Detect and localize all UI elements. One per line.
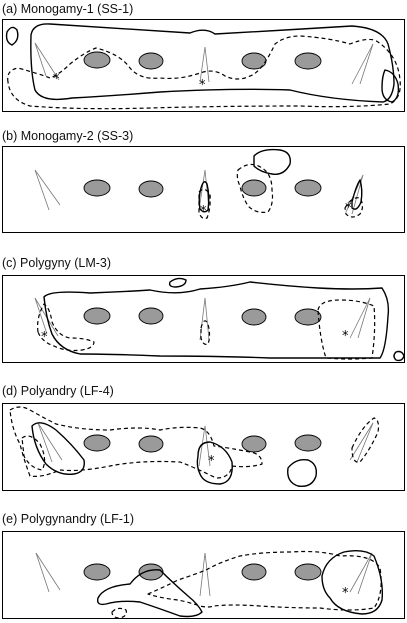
rock-2	[138, 435, 164, 453]
wedge-center	[199, 46, 210, 83]
male-range-b-center	[198, 188, 211, 219]
rock-1	[83, 51, 111, 69]
male-range-c	[43, 281, 390, 359]
female-range-c-edge	[393, 350, 405, 362]
male-range-e	[147, 550, 382, 611]
star-marker-left: *	[41, 330, 48, 345]
rock-1	[83, 307, 111, 325]
rock-3	[241, 563, 267, 581]
male-range-a-dashed	[7, 35, 401, 110]
panel-e-title: (e) Polygynandry (LF-1)	[2, 512, 134, 526]
male-range-a	[5, 26, 19, 46]
male-range-b-upper	[253, 148, 291, 175]
female-range-d-lower	[287, 458, 318, 487]
panel-c-map: * *	[2, 275, 405, 363]
rock-3	[241, 435, 267, 453]
panel-a-title: (a) Monogamy-1 (SS-1)	[2, 2, 134, 16]
female-range-d-center	[196, 441, 233, 485]
panel-c-frame	[2, 275, 405, 363]
rock-2	[138, 180, 164, 198]
star-marker-right: *	[342, 329, 349, 344]
star-marker-center: *	[208, 454, 215, 469]
rock-1	[83, 563, 111, 581]
rock-2	[138, 307, 164, 325]
rock-3	[241, 179, 267, 197]
wedge-right	[351, 43, 374, 85]
female-range-c-left	[37, 303, 95, 352]
female-range-e-right	[321, 549, 384, 615]
wedge-center	[199, 297, 210, 341]
male-range-d-inner	[21, 435, 46, 471]
panel-b-title: (b) Monogamy-2 (SS-3)	[2, 129, 134, 143]
star-marker-center: *	[200, 204, 207, 219]
rock-4	[294, 52, 322, 70]
panel-a-frame	[2, 19, 405, 112]
star-marker-center: *	[199, 78, 206, 93]
female-range-e-center	[96, 569, 203, 618]
rock-1	[83, 434, 111, 452]
panel-d-frame	[2, 403, 405, 491]
wedge-left	[34, 42, 60, 81]
rock-2	[138, 563, 164, 581]
rock-3	[241, 308, 267, 326]
male-range-e-small	[111, 607, 127, 619]
panel-e-frame	[2, 531, 405, 619]
female-range-a-edge	[381, 69, 400, 103]
panel-d-title: (d) Polyandry (LF-4)	[2, 384, 114, 398]
wedge-left	[35, 552, 61, 593]
female-range-c-top	[168, 277, 187, 288]
panel-b-map: * *	[2, 146, 405, 233]
wedge-center	[198, 425, 211, 467]
panel-a-map: * *	[2, 19, 405, 112]
star-marker-left: *	[53, 72, 60, 87]
wedge-left	[37, 422, 63, 463]
star-marker-right: *	[345, 201, 352, 216]
wedge-center	[199, 552, 211, 597]
panel-d-map: *	[2, 403, 405, 491]
rock-1	[83, 179, 111, 197]
rock-4	[294, 434, 322, 452]
wedge-right	[349, 422, 374, 463]
rock-2	[138, 52, 164, 70]
male-range-d	[9, 406, 263, 479]
female-range-a	[30, 23, 395, 103]
wedge-right	[349, 552, 373, 595]
star-marker-right: *	[342, 586, 349, 601]
female-range-c-right	[317, 299, 376, 360]
female-range-b-right	[351, 179, 363, 210]
rock-4	[294, 179, 322, 197]
panel-c-title: (c) Polygyny (LM-3)	[2, 256, 112, 270]
rock-4	[294, 563, 322, 581]
wedge-right	[349, 297, 371, 339]
female-range-c-center	[200, 320, 211, 345]
rock-4	[294, 308, 322, 326]
male-range-b-right	[344, 197, 364, 218]
male-range-d-right	[351, 417, 380, 463]
panel-b-frame	[2, 146, 405, 233]
wedge-left	[34, 169, 61, 211]
